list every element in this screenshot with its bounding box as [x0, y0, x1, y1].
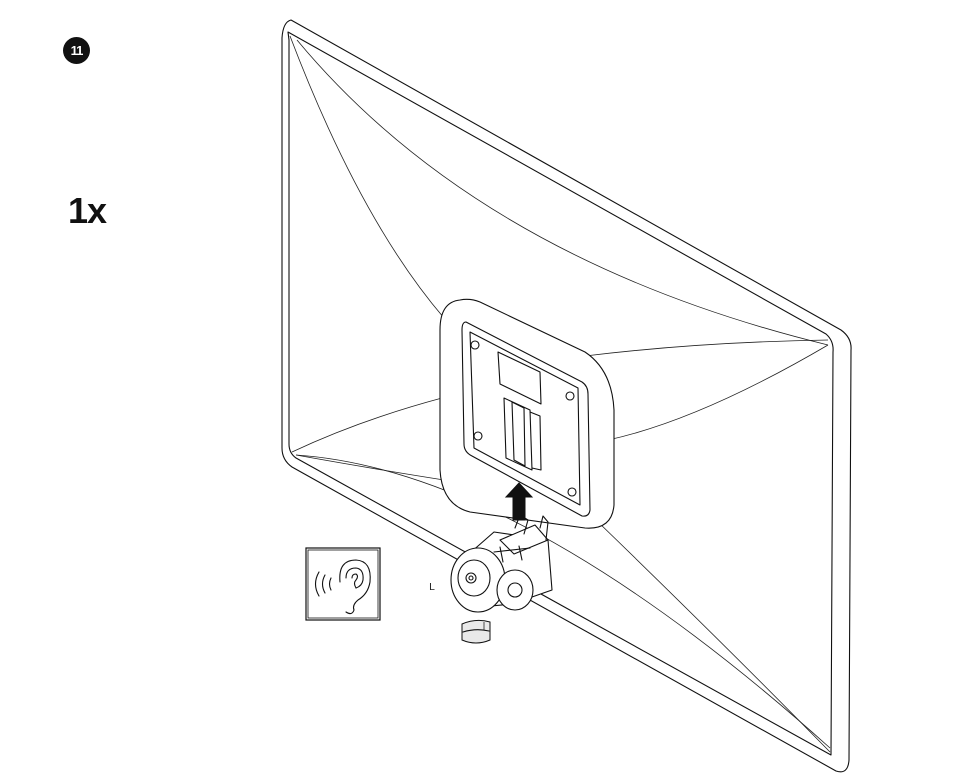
- vesa-plate: [461, 321, 591, 517]
- mount-side-label: L: [429, 582, 435, 593]
- tilt-head-adapter: [450, 514, 553, 644]
- ear-listen-icon: [305, 547, 381, 621]
- arrow-up-icon: [504, 482, 534, 521]
- step-number-badge: 11: [63, 37, 90, 64]
- quantity-label: 1x: [68, 190, 107, 231]
